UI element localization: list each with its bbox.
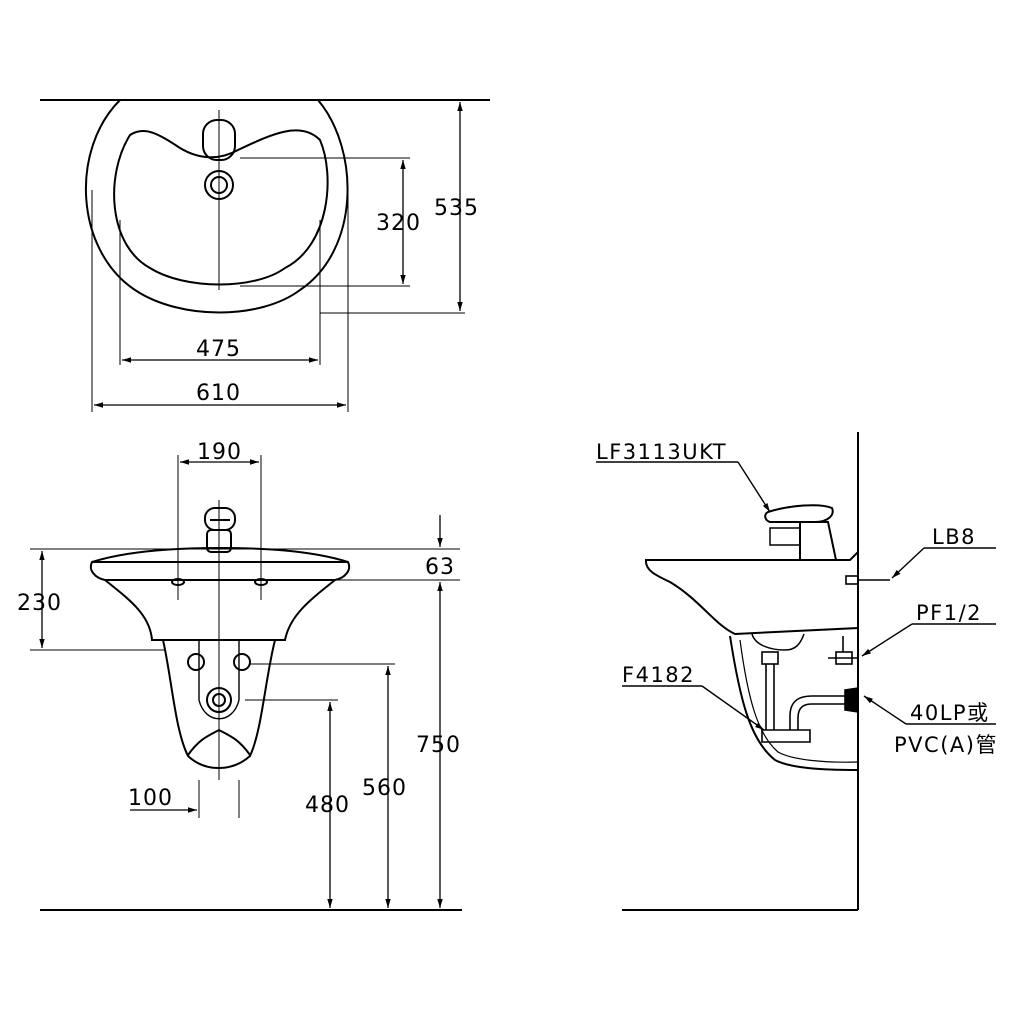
label-supply: PF1/2 — [916, 601, 982, 625]
dim-trap-width: 100 — [128, 786, 173, 811]
dim-supply-height: 560 — [362, 776, 407, 801]
faucet-front-icon — [204, 507, 236, 553]
basin-top-front — [91, 546, 349, 563]
label-bolt: LB8 — [932, 525, 976, 549]
dimension-lines-front — [39, 459, 443, 908]
front-view — [30, 455, 462, 911]
dim-depth-outer: 535 — [434, 196, 479, 221]
faucet-side-icon — [764, 504, 838, 561]
leader-lines-side — [596, 461, 996, 731]
basin-rim-front — [89, 561, 351, 581]
dim-waste-height: 480 — [305, 793, 350, 818]
top-view — [40, 99, 490, 412]
dimension-lines-top — [94, 102, 463, 408]
dim-tap-holes: 190 — [197, 440, 242, 465]
extension-lines-front — [30, 455, 460, 818]
label-trap: F4182 — [622, 663, 695, 687]
side-view — [596, 432, 996, 911]
dim-depth-inner: 320 — [376, 211, 421, 236]
label-outlet-2: PVC(A)管 — [894, 733, 998, 757]
dim-basin-height: 230 — [17, 591, 62, 616]
basin-body-front — [104, 579, 336, 641]
label-faucet: LF3113UKT — [596, 440, 727, 464]
trap-side-icon — [761, 651, 859, 743]
supply-valve-icon — [828, 575, 890, 665]
bowl-outline-top — [113, 129, 329, 286]
label-outlet-1: 40LP或 — [910, 701, 990, 725]
pedestal-side — [729, 635, 859, 771]
basin-profile-side — [644, 549, 859, 636]
dim-rim-height: 750 — [416, 733, 461, 758]
extension-lines-top — [91, 157, 465, 412]
dim-rim: 63 — [425, 555, 455, 580]
basin-outline-top — [84, 99, 349, 314]
dim-width-outer: 610 — [196, 381, 241, 406]
dim-width-inner: 475 — [196, 337, 241, 362]
